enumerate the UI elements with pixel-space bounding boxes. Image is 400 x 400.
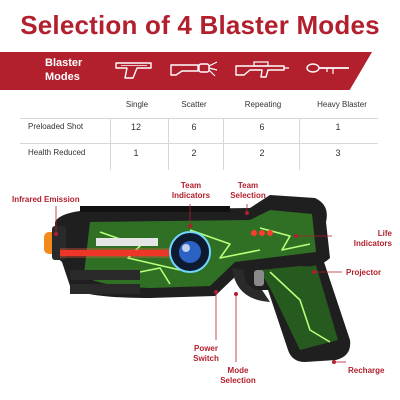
- callout-team-indicators: Team Indicators: [171, 181, 211, 200]
- callout-power-switch: Power Switch: [193, 344, 219, 363]
- row-label: Health Reduced: [28, 148, 86, 157]
- table-divider: [223, 118, 224, 170]
- table-divider: [110, 118, 111, 170]
- life-led: [251, 230, 257, 236]
- rocket-launcher-icon: [306, 63, 349, 74]
- shotgun-icon: [170, 61, 218, 77]
- infrared-beam-glow: [60, 248, 180, 258]
- table-cell: 2: [191, 148, 197, 158]
- rifle-icon: [235, 61, 289, 78]
- callout-infrared-emission: Infrared Emission: [12, 195, 80, 204]
- page-title: Selection of 4 Blaster Modes: [20, 10, 380, 40]
- column-header: Scatter: [181, 100, 207, 109]
- trigger: [254, 270, 264, 286]
- projector-globe-highlight: [182, 244, 190, 252]
- callout-leaders: [54, 204, 346, 364]
- lower-rail: [70, 284, 140, 294]
- table-divider: [299, 118, 300, 170]
- table-divider: [20, 118, 378, 119]
- banner-label: Blaster Modes: [45, 57, 83, 83]
- infrared-beam: [60, 250, 180, 256]
- table-cell: 2: [259, 148, 265, 158]
- column-header: Heavy Blaster: [317, 100, 367, 109]
- top-rail: [80, 206, 230, 212]
- grip-glow: [255, 262, 338, 350]
- table-cell: 3: [335, 148, 341, 158]
- row-label: Preloaded Shot: [28, 122, 84, 131]
- lower-rail: [70, 270, 140, 280]
- callout-team-selection: Team Selection: [230, 181, 266, 200]
- trigger-guard: [232, 268, 270, 302]
- danger-sticker: [96, 238, 158, 246]
- pistol-icon: [115, 62, 152, 79]
- callout-life-indicators: Life Indicators: [353, 229, 392, 248]
- column-header: Repeating: [244, 100, 282, 109]
- life-led: [259, 230, 265, 236]
- table-cell: 1: [335, 122, 341, 132]
- life-led: [267, 230, 273, 236]
- callout-mode-selection: Mode Selection: [220, 366, 256, 385]
- modes-banner: Blaster Modes: [0, 52, 372, 90]
- table-cell: 1: [133, 148, 139, 158]
- callout-recharge: Recharge: [348, 366, 385, 375]
- table-divider: [20, 143, 378, 144]
- table-cell: 12: [130, 122, 141, 132]
- projector-globe-highlight: [179, 241, 201, 263]
- column-header: Single: [125, 100, 149, 109]
- callout-projector: Projector: [346, 268, 382, 277]
- table-divider: [168, 118, 169, 170]
- table-cell: 6: [191, 122, 197, 132]
- table-cell: 6: [259, 122, 265, 132]
